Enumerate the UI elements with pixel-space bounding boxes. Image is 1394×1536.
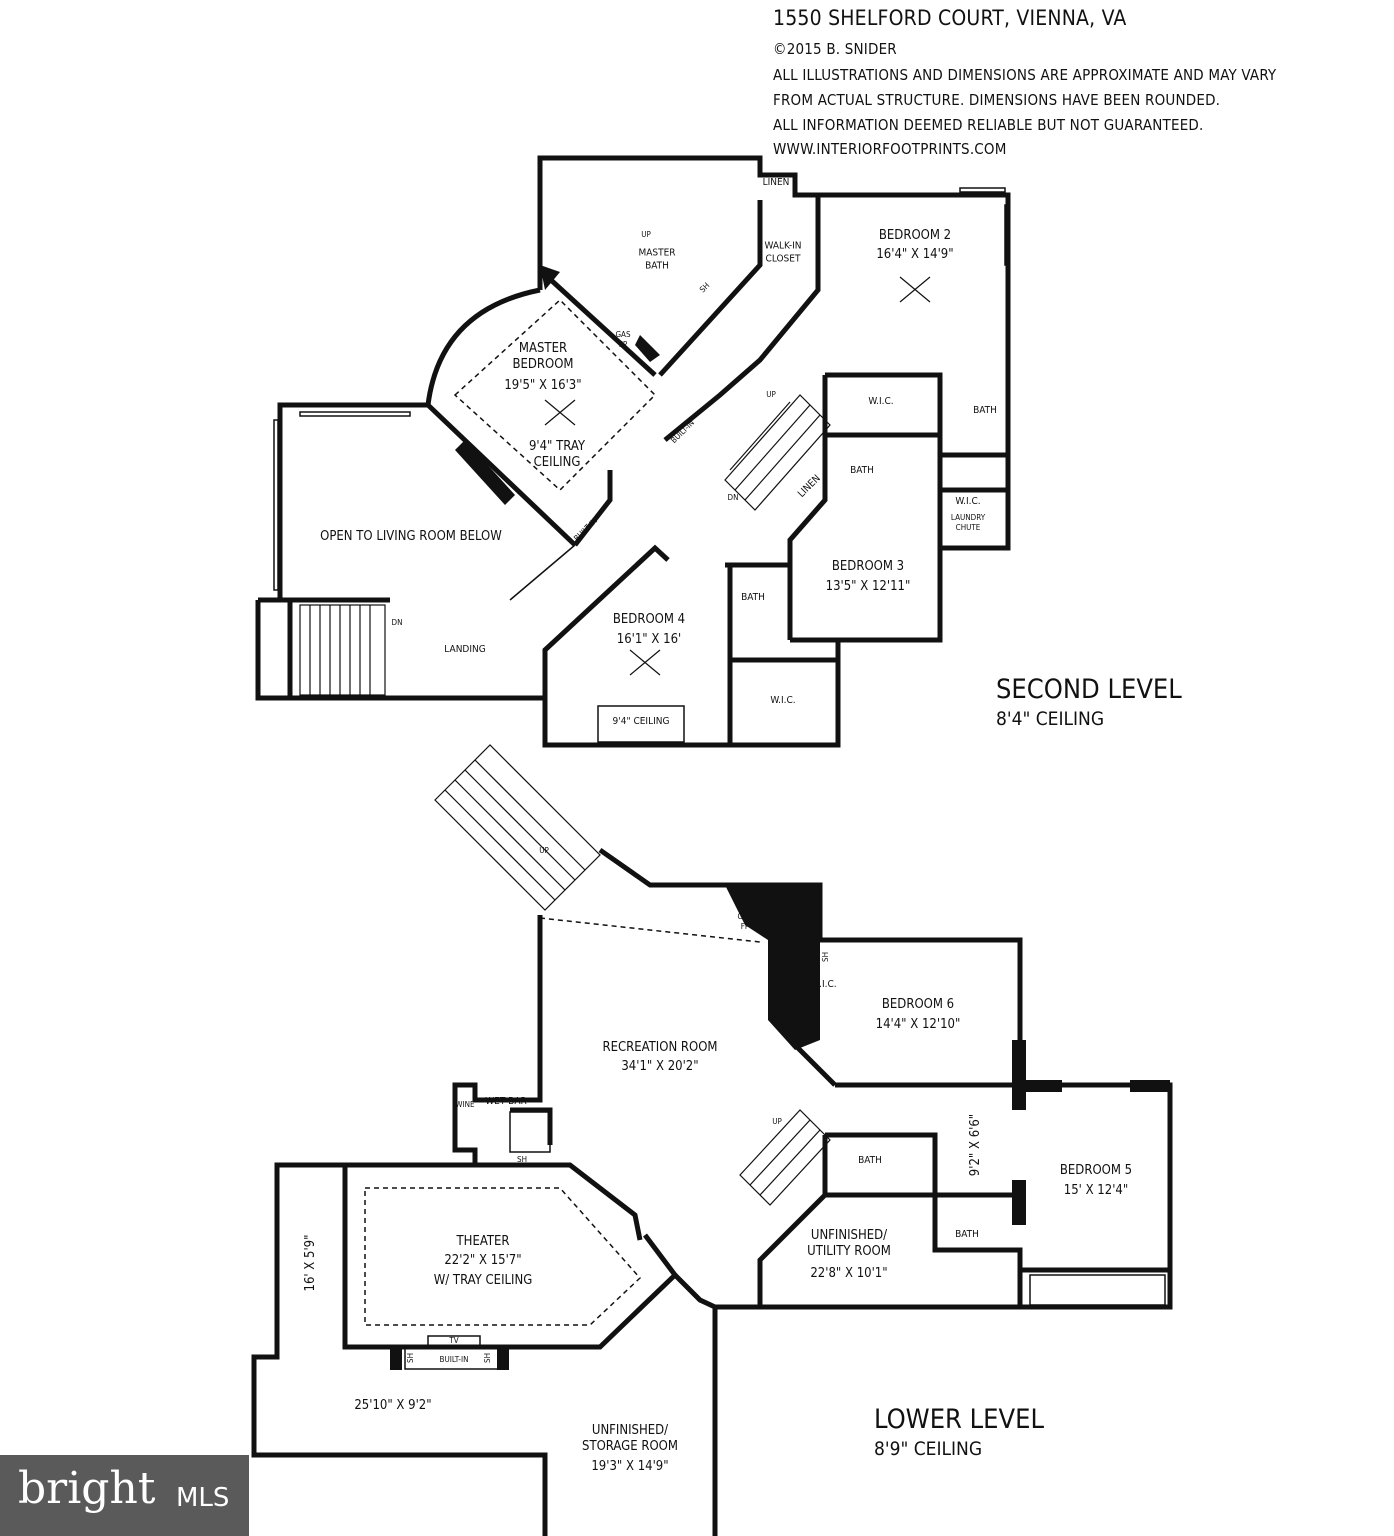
- room-label-walk-in-closet: WALK-IN CLOSET: [764, 240, 802, 265]
- room-dimensions-bedroom-6: 14'4" X 12'10": [875, 1016, 961, 1032]
- second-level-thin-lines: [273, 187, 1010, 743]
- built-in-label: BUILT-IN: [439, 1355, 469, 1364]
- room-label-recreation-room: RECREATION ROOM: [602, 1039, 718, 1055]
- level-ceiling-lower: 8'9" CEILING: [874, 1438, 983, 1461]
- room-label-bedroom-3: BEDROOM 3: [831, 558, 905, 574]
- tv-label: TV: [449, 1336, 459, 1345]
- room-dimensions-side: 16' X 5'9": [302, 1234, 318, 1292]
- room-dimensions-bedroom-5: 15' X 12'4": [1063, 1182, 1129, 1198]
- stair-up-label: UP: [641, 230, 651, 239]
- laundry-chute-label: LAUNDRY CHUTE: [950, 513, 986, 532]
- bright-mls-logo: bright MLS: [0, 1455, 249, 1536]
- logo-suffix-text: MLS: [176, 1483, 230, 1513]
- room-label-bath: BATH: [741, 591, 765, 603]
- room-dimensions-lower-hall: 25'10" X 9'2": [354, 1397, 432, 1413]
- room-label-bath: BATH: [850, 464, 874, 476]
- disclaimer-line: ALL ILLUSTRATIONS AND DIMENSIONS ARE APP…: [773, 66, 1277, 84]
- open-to-living-room-label: OPEN TO LIVING ROOM BELOW: [320, 528, 502, 544]
- stair-up-label: UP: [766, 390, 776, 399]
- room-label-master-bedroom: MASTER BEDROOM: [512, 340, 574, 372]
- disclaimer-line: FROM ACTUAL STRUCTURE. DIMENSIONS HAVE B…: [773, 91, 1221, 109]
- copyright-text: ©2015 B. SNIDER: [773, 40, 897, 58]
- ceiling-note: 9'4" CEILING: [612, 715, 670, 727]
- room-label-bath: BATH: [973, 404, 997, 416]
- logo-brand-text: bright: [18, 1463, 156, 1514]
- room-label-landing: LANDING: [444, 643, 486, 655]
- room-label-bath: BATH: [858, 1154, 882, 1166]
- stair-down-label: DN: [391, 618, 403, 627]
- theater-ceiling-note: W/ TRAY CEILING: [433, 1272, 533, 1288]
- level-title-second: SECOND LEVEL: [996, 674, 1182, 706]
- room-dimensions-hall: 9'2" X 6'6": [967, 1113, 983, 1177]
- lower-level-stairs: [434, 744, 831, 1206]
- room-label-bedroom-6: BEDROOM 6: [881, 996, 955, 1012]
- shelf-label: SH: [406, 1353, 415, 1363]
- room-label-utility-room: UNFINISHED/ UTILITY ROOM: [807, 1227, 891, 1259]
- second-level-solid-walls: [455, 265, 660, 505]
- lower-level-solid-walls: [390, 885, 1170, 1370]
- gas-fireplace-label: GAS FP: [615, 330, 631, 349]
- wet-bar-label: WET BAR: [485, 1095, 527, 1107]
- room-dimensions-master-bedroom: 19'5" X 16'3": [504, 377, 582, 393]
- room-label-linen: LINEN: [762, 176, 790, 188]
- shelf-label: SH: [483, 1353, 492, 1363]
- second-level-stairs: [299, 394, 831, 696]
- room-label-wic: W.I.C.: [868, 395, 894, 407]
- room-dimensions-storage-room: 19'3" X 14'9": [591, 1458, 669, 1474]
- second-level-walls: [255, 155, 1011, 748]
- gas-fireplace-label: GAS FP: [737, 912, 753, 931]
- room-label-bedroom-2: BEDROOM 2: [878, 227, 952, 243]
- room-dimensions-recreation-room: 34'1" X 20'2": [621, 1058, 699, 1074]
- room-label-bath: BATH: [955, 1228, 979, 1240]
- level-title-lower: LOWER LEVEL: [874, 1404, 1044, 1436]
- room-label-master-bath: MASTER BATH: [638, 247, 676, 272]
- room-dimensions-bedroom-3: 13'5" X 12'11": [825, 578, 911, 594]
- lower-level-thin-lines: [364, 917, 1166, 1370]
- level-ceiling-second: 8'4" CEILING: [996, 708, 1105, 731]
- ceiling-fan-icons: [544, 276, 931, 676]
- room-dimensions-bedroom-4: 16'1" X 16': [616, 631, 682, 647]
- wine-label: WINE: [455, 1100, 475, 1109]
- website-text: WWW.INTERIORFOOTPRINTS.COM: [773, 140, 1007, 158]
- room-label-wic: W.I.C.: [955, 495, 981, 507]
- room-label-bedroom-5: BEDROOM 5: [1059, 1162, 1133, 1178]
- room-label-wic: W.I.C.: [770, 694, 796, 706]
- room-dimensions-utility-room: 22'8" X 10'1": [810, 1265, 888, 1281]
- stair-up-label: UP: [539, 846, 549, 855]
- room-label-bedroom-4: BEDROOM 4: [612, 611, 686, 627]
- room-label-wic: W.I.C.: [811, 978, 837, 990]
- shelf-label: SH: [517, 1155, 527, 1164]
- tray-ceiling-note: 9'4" TRAY CEILING: [528, 438, 586, 470]
- stair-down-label: DN: [727, 493, 739, 502]
- shelf-label: SH: [821, 952, 830, 962]
- stair-up-label: UP: [772, 1117, 782, 1126]
- disclaimer-line: ALL INFORMATION DEEMED RELIABLE BUT NOT …: [773, 116, 1204, 134]
- room-label-storage-room: UNFINISHED/ STORAGE ROOM: [582, 1422, 678, 1454]
- room-dimensions-bedroom-2: 16'4" X 14'9": [876, 246, 954, 262]
- room-label-theater: THEATER: [456, 1233, 510, 1249]
- property-address-title: 1550 SHELFORD COURT, VIENNA, VA: [773, 6, 1127, 30]
- room-dimensions-theater: 22'2" X 15'7": [444, 1252, 522, 1268]
